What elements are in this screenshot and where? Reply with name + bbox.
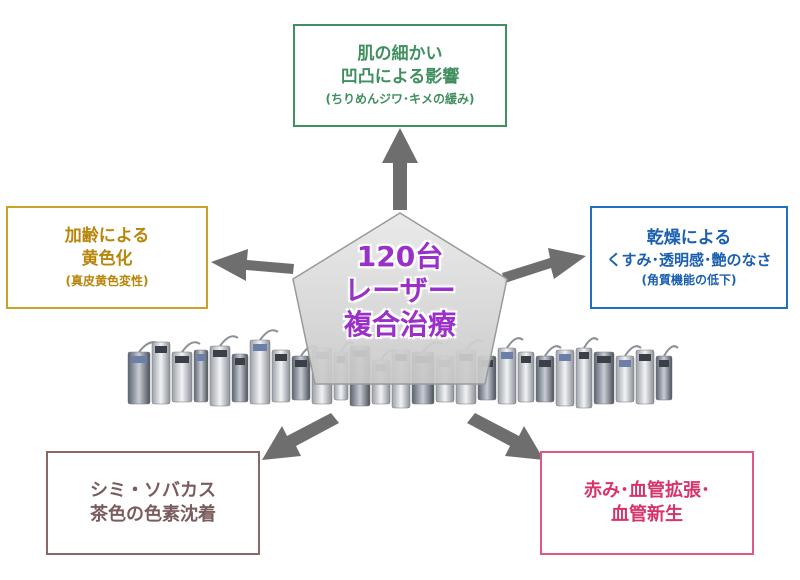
arrow-down-left — [262, 413, 339, 460]
center-title-line-1: 120台 — [356, 240, 444, 273]
effect-box-texture: 肌の細かい 凹凸による影響 (ちりめんジワ･キメの緩み) — [293, 24, 507, 127]
effect-box-dryness-line-1: 乾燥による — [646, 227, 732, 248]
machine-screen — [521, 356, 531, 363]
machine-arm — [259, 329, 279, 341]
machine-screen — [639, 354, 651, 361]
effect-box-texture-line-1: 肌の細かい — [357, 44, 443, 65]
effect-box-yellowing-sub: (真皮黄色変性) — [65, 274, 149, 289]
machine-arm — [506, 337, 524, 349]
machine-screen — [295, 360, 307, 367]
center-title: 120台 レーザー 複合治療 — [300, 240, 500, 342]
machine-arm — [624, 345, 642, 357]
effect-box-pigmentation: シミ・ソバカス 茶色の色素沈着 — [46, 451, 260, 555]
effect-box-yellowing: 加齢による 黄色化 (真皮黄色変性) — [6, 206, 208, 309]
effect-box-yellowing-line-2: 黄色化 — [81, 249, 133, 270]
machine-screen — [539, 360, 551, 367]
laser-machine — [593, 351, 615, 405]
laser-machine — [555, 349, 575, 407]
machine-screen — [155, 346, 167, 353]
machine-arm — [219, 335, 239, 347]
arrow-left — [211, 249, 294, 281]
effect-box-dryness-line-2: くすみ･透明感･艶のなさ — [606, 250, 772, 269]
arrow-up — [382, 128, 418, 210]
machine-screen — [619, 360, 631, 367]
machine-screen — [579, 352, 589, 359]
machine-screen — [235, 358, 245, 365]
center-title-line-2: レーザー — [344, 274, 456, 308]
machine-screen — [213, 350, 227, 357]
machine-screen — [253, 344, 267, 351]
laser-machine — [231, 353, 249, 403]
effect-box-pigmentation-line-1: シミ・ソバカス — [90, 479, 216, 501]
machine-screen — [597, 356, 611, 363]
machine-screen — [197, 354, 205, 361]
effect-box-dryness-sub: (角質機能の低下) — [641, 273, 737, 287]
effect-box-redness-line-2: 血管新生 — [611, 504, 683, 525]
machine-screen — [275, 354, 287, 361]
arrow-down-right — [467, 413, 544, 460]
effect-box-redness: 赤み･血管拡張･ 血管新生 — [540, 451, 754, 555]
laser-machine — [151, 341, 171, 405]
center-pentagon — [292, 212, 508, 385]
machine-arm — [181, 341, 201, 353]
effect-box-pigmentation-line-2: 茶色の色素沈着 — [90, 504, 216, 525]
laser-machine — [635, 349, 655, 405]
machine-arm — [663, 345, 679, 357]
machine-screen — [175, 356, 189, 363]
effect-box-texture-line-2: 凹凸による影響 — [340, 67, 460, 88]
machine-screen — [659, 360, 669, 367]
laser-machine — [193, 349, 209, 403]
machine-screen — [501, 352, 513, 359]
machine-screen — [131, 356, 147, 363]
effect-box-texture-sub: (ちりめんジワ･キメの緩み) — [325, 92, 475, 107]
machine-screen — [559, 354, 571, 361]
machine-arm — [544, 345, 562, 357]
arrow-right — [502, 248, 586, 283]
effect-box-yellowing-line-1: 加齢による — [64, 226, 150, 247]
laser-machine — [271, 349, 291, 403]
machine-arm — [583, 337, 599, 349]
center-title-line-3: 複合治療 — [343, 308, 456, 342]
laser-machine — [517, 351, 535, 403]
effect-box-dryness: 乾燥による くすみ･透明感･艶のなさ (角質機能の低下) — [590, 206, 788, 309]
effect-box-redness-line-1: 赤み･血管拡張･ — [584, 479, 710, 501]
